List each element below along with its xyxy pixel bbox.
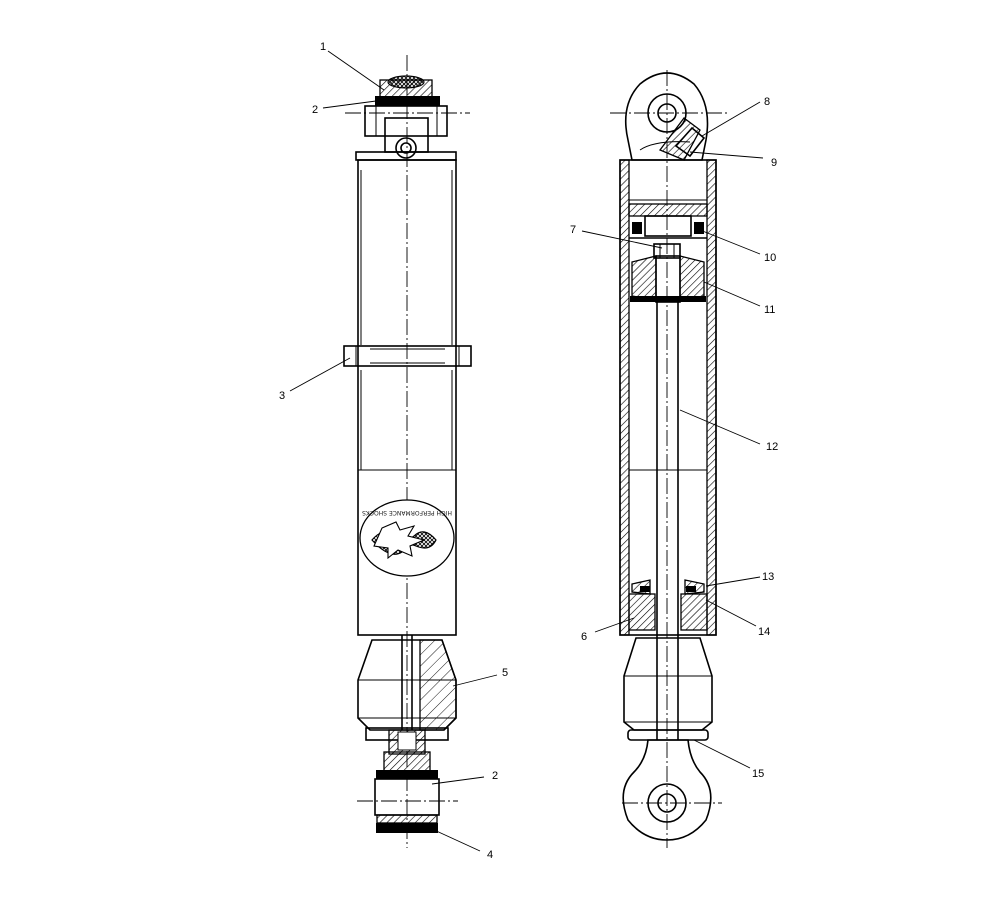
callout-5: 5 [502,667,508,679]
right-shock-cutaway-view [610,70,730,848]
logo-upper-text: HIGH PERFORMANCE SHOCKS [362,509,452,516]
piston-assembly [630,255,706,303]
nitrogen-valve [658,117,706,161]
preload-nut [343,345,472,367]
callout-6: 6 [581,631,587,643]
leader-lines [289,50,764,852]
logo-decal: HIGH PERFORMANCE SHOCKS [359,499,455,577]
piston-shaft [656,302,679,740]
callout-2-bottom: 2 [492,770,498,782]
cutaway-bump-stop [623,637,713,731]
callout-10: 10 [764,252,776,264]
top-bushing [375,75,440,106]
callout-15: 15 [752,768,764,780]
callout-4: 4 [487,849,493,861]
top-mount [355,105,457,161]
lower-shaft [401,635,413,730]
seal-head [628,579,708,631]
lower-eyelet [622,729,712,841]
left-shock-external-view: HIGH PERFORMANCE SHOCKS [343,55,472,848]
callout-3: 3 [279,390,285,402]
shock-body [357,159,457,636]
callout-labels: 1 2 3 5 2 4 8 9 7 10 11 12 13 14 6 15 [279,41,778,861]
callout-1: 1 [320,41,326,53]
callout-12: 12 [766,441,778,453]
callout-2-top: 2 [312,104,318,116]
callout-9: 9 [771,157,777,169]
callout-13: 13 [762,571,774,583]
bump-stop [357,639,457,731]
floating-piston [628,203,708,239]
callout-11: 11 [764,304,775,316]
callout-8: 8 [764,96,770,108]
cutaway-body-tube [619,159,717,636]
callout-7: 7 [570,224,576,236]
callout-14: 14 [758,626,770,638]
bottom-mount [365,727,449,833]
